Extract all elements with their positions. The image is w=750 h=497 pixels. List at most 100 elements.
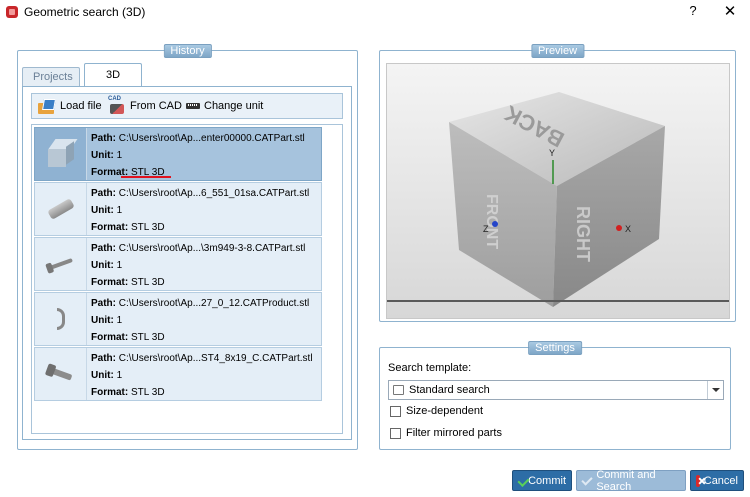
- tab-panel-3d-files: Load file From CAD Change unit Path: C:\…: [22, 86, 352, 440]
- title-bar: Geometric search (3D) ? ✕: [0, 0, 750, 24]
- path-label: Path:: [91, 188, 116, 199]
- cube-icon: [46, 139, 78, 169]
- path-label: Path:: [91, 353, 116, 364]
- file-list: Path: C:\Users\root\Ap...enter00000.CATP…: [31, 124, 343, 434]
- file-thumbnail: [35, 293, 87, 345]
- format-label: Format:: [91, 332, 129, 343]
- check-icon: [582, 475, 592, 487]
- format-label: Format:: [91, 277, 129, 288]
- commit-label: Commit: [528, 474, 566, 487]
- cancel-button[interactable]: Cancel: [690, 470, 744, 491]
- file-format: STL 3D: [131, 387, 165, 398]
- file-path: C:\Users\root\Ap...6_551_01sa.CATPart.st…: [118, 188, 310, 199]
- cube-preview-model: BACK RIGHT FRONT Y X Z: [449, 92, 665, 307]
- file-toolbar: Load file From CAD Change unit: [31, 93, 343, 119]
- preview-viewport[interactable]: BACK RIGHT FRONT Y X Z: [386, 63, 730, 319]
- cube-top-face: [449, 92, 665, 186]
- file-list-item[interactable]: Path: C:\Users\root\Ap...6_551_01sa.CATP…: [34, 182, 322, 236]
- axis-y-label: Y: [549, 148, 555, 158]
- file-format: STL 3D: [131, 332, 165, 343]
- file-format: STL 3D: [131, 167, 165, 178]
- file-list-item[interactable]: Path: C:\Users\root\Ap...27_0_12.CATProd…: [34, 292, 322, 346]
- hook-part-icon: [56, 308, 65, 330]
- format-label: Format:: [91, 222, 129, 233]
- unit-label: Unit:: [91, 370, 114, 381]
- chevron-down-icon[interactable]: [707, 381, 723, 399]
- ground-line: [387, 300, 729, 302]
- file-details: Path: C:\Users\root\Ap...6_551_01sa.CATP…: [91, 185, 309, 236]
- axis-z-label: Z: [483, 224, 489, 234]
- cube-right-face: [553, 126, 665, 307]
- unit-label: Unit:: [91, 260, 114, 271]
- file-details: Path: C:\Users\root\Ap...27_0_12.CATProd…: [91, 295, 309, 346]
- path-label: Path:: [91, 133, 116, 144]
- preview-group: Preview BACK RIGHT FRONT Y: [379, 44, 736, 322]
- path-label: Path:: [91, 243, 116, 254]
- search-template-select[interactable]: Standard search: [388, 380, 724, 400]
- close-icon: [696, 474, 700, 487]
- history-group-label: History: [163, 44, 212, 58]
- file-list-item[interactable]: Path: C:\Users\root\Ap...enter00000.CATP…: [34, 127, 322, 181]
- axis-z-marker: [492, 221, 498, 227]
- path-label: Path:: [91, 298, 116, 309]
- file-path: C:\Users\root\Ap...27_0_12.CATProduct.st…: [118, 298, 310, 309]
- history-group: History Projects 3D files Load file From…: [17, 44, 358, 450]
- file-format: STL 3D: [131, 277, 165, 288]
- close-button[interactable]: ✕: [723, 3, 737, 20]
- settings-group-label: Settings: [528, 341, 582, 355]
- cube-left-face: [449, 122, 557, 307]
- file-thumbnail: [35, 348, 87, 400]
- search-template-label: Search template:: [388, 362, 472, 374]
- file-details: Path: C:\Users\root\Ap...enter00000.CATP…: [91, 130, 305, 181]
- change-unit-button[interactable]: Change unit: [186, 94, 263, 118]
- load-file-icon: [38, 99, 56, 114]
- axis-x-label: X: [625, 224, 631, 234]
- file-list-item[interactable]: Path: C:\Users\root\Ap...ST4_8x19_C.CATP…: [34, 347, 322, 401]
- tab-3d-files[interactable]: 3D files: [84, 63, 142, 103]
- file-unit: 1: [116, 260, 123, 271]
- file-list-item[interactable]: Path: C:\Users\root\Ap...\3m949-3-8.CATP…: [34, 237, 322, 291]
- template-icon: [393, 385, 404, 395]
- help-button[interactable]: ?: [689, 3, 697, 18]
- commit-and-search-label: Commit and Search: [596, 468, 656, 493]
- size-dependent-checkbox[interactable]: [390, 406, 401, 417]
- cube-label-right: RIGHT: [573, 206, 593, 262]
- size-dependent-label: Size-dependent: [406, 405, 484, 417]
- unit-label: Unit:: [91, 315, 114, 326]
- check-icon: [518, 476, 524, 486]
- from-cad-button[interactable]: From CAD: [108, 94, 182, 118]
- unit-label: Unit:: [91, 150, 114, 161]
- from-cad-label: From CAD: [130, 100, 182, 112]
- commit-and-search-button[interactable]: Commit and Search: [576, 468, 686, 493]
- red-highlight-underline: [121, 176, 171, 178]
- change-unit-label: Change unit: [204, 100, 264, 112]
- file-thumbnail: [35, 128, 87, 180]
- file-path: C:\Users\root\Ap...ST4_8x19_C.CATPart.st…: [118, 353, 313, 364]
- unit-label: Unit:: [91, 205, 114, 216]
- window-title: Geometric search (3D): [24, 5, 146, 19]
- file-details: Path: C:\Users\root\Ap...\3m949-3-8.CATP…: [91, 240, 305, 291]
- file-unit: 1: [116, 315, 123, 326]
- cad-icon: [108, 96, 126, 115]
- screw-part-icon: [48, 258, 73, 270]
- load-file-label: Load file: [60, 100, 102, 112]
- app-icon: [6, 6, 18, 18]
- filter-mirrored-checkbox[interactable]: [390, 428, 401, 439]
- settings-group: Settings Search template: Standard searc…: [379, 341, 731, 450]
- tab-projects[interactable]: Projects: [22, 67, 80, 87]
- cube-label-front: FRONT: [483, 194, 500, 249]
- file-path: C:\Users\root\Ap...\3m949-3-8.CATPart.st…: [118, 243, 306, 254]
- file-thumbnail: [35, 238, 87, 290]
- format-label: Format:: [91, 387, 129, 398]
- format-label: Format:: [91, 167, 129, 178]
- file-unit: 1: [116, 370, 123, 381]
- file-details: Path: C:\Users\root\Ap...ST4_8x19_C.CATP…: [91, 350, 313, 401]
- bolt-part-icon: [49, 367, 72, 381]
- search-template-value: Standard search: [409, 384, 490, 396]
- preview-group-label: Preview: [530, 44, 585, 58]
- load-file-button[interactable]: Load file: [38, 94, 102, 118]
- axis-x-marker: [616, 225, 622, 231]
- commit-button[interactable]: Commit: [512, 470, 572, 491]
- file-path: C:\Users\root\Ap...enter00000.CATPart.st…: [118, 133, 305, 144]
- ruler-icon: [186, 103, 200, 109]
